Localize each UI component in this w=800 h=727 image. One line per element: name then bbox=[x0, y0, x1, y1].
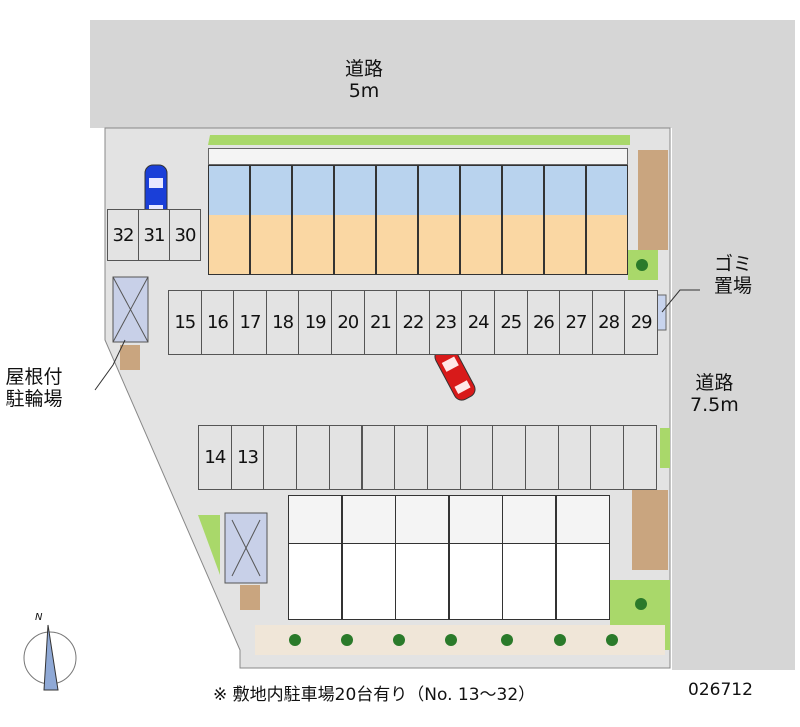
parking-stall bbox=[426, 425, 461, 490]
garbage-area-label: ゴミ置場 bbox=[713, 253, 752, 297]
apartment-unit bbox=[502, 165, 544, 275]
walkway bbox=[255, 625, 665, 655]
apartment-unit bbox=[555, 495, 610, 620]
parking-stall bbox=[525, 425, 559, 490]
apartment-unit bbox=[395, 495, 449, 620]
bicycle-shelter-2 bbox=[224, 512, 268, 584]
parking-stall: 23 bbox=[428, 290, 463, 355]
parking-stall bbox=[557, 425, 592, 490]
bicycle-shelter-1 bbox=[112, 276, 149, 343]
tree bbox=[636, 259, 648, 271]
parking-stall bbox=[361, 425, 396, 490]
apartment-unit bbox=[544, 165, 586, 275]
brick-walk-top bbox=[638, 150, 668, 250]
apartment-unit bbox=[292, 165, 334, 275]
bicycle-parking-label: 屋根付駐輪場 bbox=[5, 366, 63, 410]
parking-stall: 18 bbox=[265, 290, 300, 355]
parking-stall: 22 bbox=[396, 290, 430, 355]
parking-stall bbox=[394, 425, 428, 490]
east-road bbox=[672, 128, 795, 670]
parking-stall bbox=[296, 425, 330, 490]
apartment-unit bbox=[250, 165, 292, 275]
parking-stall bbox=[623, 425, 657, 490]
compass-north-label: N bbox=[35, 612, 43, 623]
apartment-unit bbox=[208, 165, 250, 275]
apartment-unit bbox=[502, 495, 556, 620]
garbage-leader bbox=[661, 289, 700, 313]
compass-icon bbox=[23, 624, 77, 691]
trees bbox=[289, 598, 647, 646]
parking-stall: 26 bbox=[526, 290, 561, 355]
parking-stall bbox=[263, 425, 298, 490]
bicycle-leader bbox=[94, 339, 126, 391]
green-strip-top bbox=[208, 135, 630, 145]
parking-stall: 30 bbox=[169, 209, 201, 261]
apartment-unit bbox=[448, 495, 503, 620]
parking-stall: 24 bbox=[461, 290, 495, 355]
parking-stall bbox=[492, 425, 526, 490]
parking-stall bbox=[590, 425, 625, 490]
parking-stall: 32 bbox=[107, 209, 139, 261]
parking-stall: 14 bbox=[198, 425, 232, 490]
green-triangle bbox=[198, 515, 220, 575]
parking-stall bbox=[328, 425, 363, 490]
property-code: 026712 bbox=[688, 680, 753, 700]
green-strip-right bbox=[660, 428, 670, 468]
parking-note: ※ 敷地内駐車場20台有り（No. 13～32） bbox=[213, 685, 536, 705]
parking-stall: 21 bbox=[363, 290, 398, 355]
north-road bbox=[90, 20, 795, 128]
apartment-unit bbox=[460, 165, 502, 275]
parking-stall: 13 bbox=[230, 425, 265, 490]
parking-stall: 29 bbox=[624, 290, 658, 355]
apartment-unit bbox=[341, 495, 396, 620]
parking-stall: 31 bbox=[138, 209, 170, 261]
apartment-unit bbox=[586, 165, 628, 275]
parking-stall: 16 bbox=[200, 290, 235, 355]
apartment-unit bbox=[288, 495, 342, 620]
parking-stall: 20 bbox=[331, 290, 365, 355]
apartment-unit bbox=[418, 165, 460, 275]
apartment-unit bbox=[334, 165, 376, 275]
parking-stall: 15 bbox=[168, 290, 202, 355]
apartment-unit bbox=[376, 165, 418, 275]
red-car-icon bbox=[434, 345, 476, 401]
corridor bbox=[208, 148, 628, 165]
parking-stall: 19 bbox=[298, 290, 332, 355]
parking-stall: 25 bbox=[494, 290, 528, 355]
brick-walk-bottom bbox=[632, 490, 668, 570]
parking-stall: 17 bbox=[233, 290, 267, 355]
parking-stall: 27 bbox=[559, 290, 593, 355]
parking-stall: 28 bbox=[591, 290, 626, 355]
parking-stall bbox=[459, 425, 494, 490]
